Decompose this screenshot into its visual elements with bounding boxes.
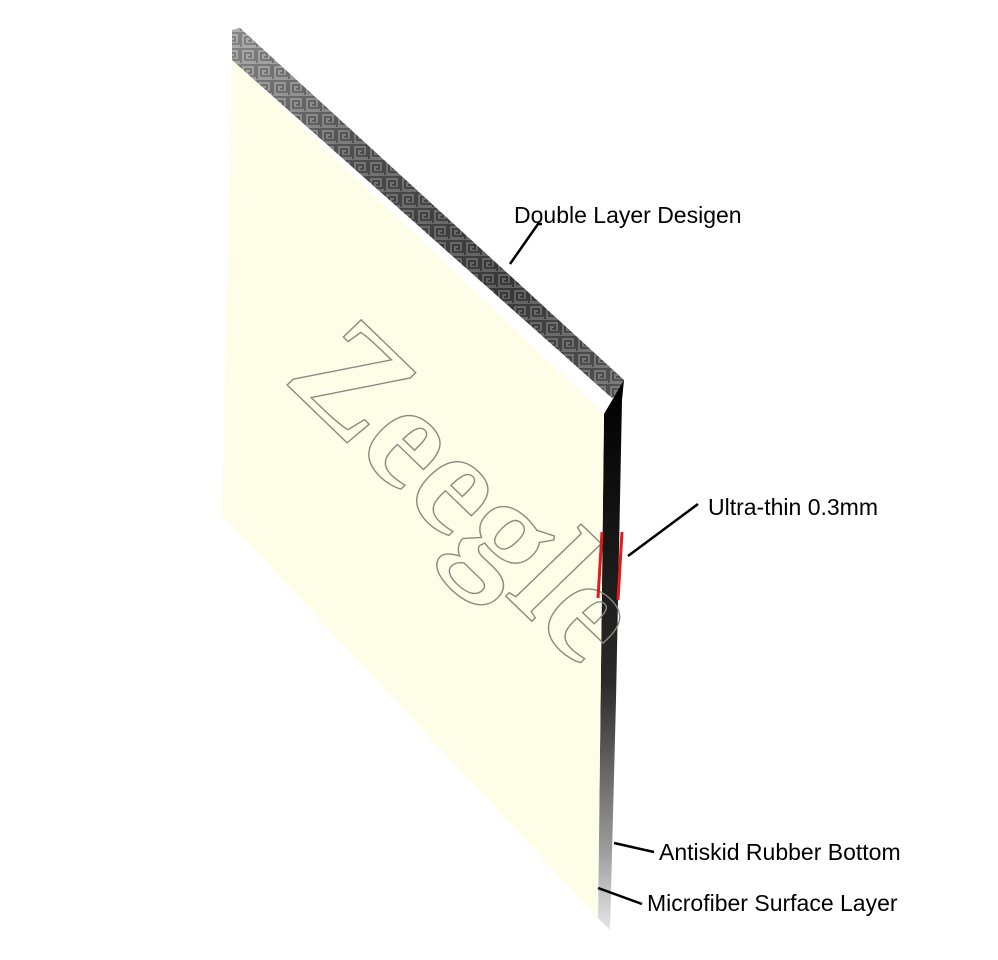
- thickness-marker-left: [596, 531, 604, 599]
- callout-double-layer: Double Layer Desigen: [514, 202, 742, 228]
- pad-top-edge-shade: [232, 28, 624, 398]
- callout-microfiber: Microfiber Surface Layer: [647, 890, 898, 916]
- callout-ultra-thin: Ultra-thin 0.3mm: [708, 494, 878, 520]
- pad-side-edge: [598, 380, 624, 930]
- callout-antiskid: Antiskid Rubber Bottom: [659, 839, 901, 865]
- leader-line-double-layer: [508, 222, 542, 265]
- leader-line-antiskid: [613, 841, 655, 854]
- thickness-marker-right: [616, 531, 624, 601]
- pad-surface: [222, 60, 604, 918]
- leader-line-microfiber: [597, 886, 643, 906]
- leader-line-ultra-thin: [627, 502, 699, 558]
